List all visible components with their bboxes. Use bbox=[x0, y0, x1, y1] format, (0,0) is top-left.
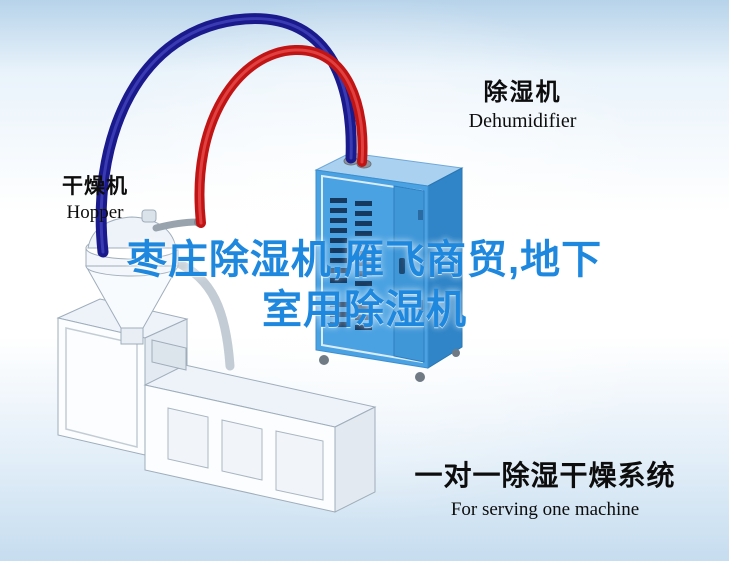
hopper-loader-tube bbox=[171, 257, 235, 371]
machine-doors bbox=[167, 407, 324, 501]
door-handle bbox=[399, 258, 405, 274]
caption-cn: 一对一除湿干燥系统 bbox=[414, 460, 676, 491]
pipe-red-highlight bbox=[198, 48, 365, 225]
hopper-machine-illustration bbox=[56, 209, 377, 513]
dehumidifier-door bbox=[393, 185, 425, 363]
vent-grid bbox=[330, 198, 372, 330]
caption-en: For serving one machine bbox=[450, 499, 640, 520]
hopper-label: 干燥机 Hopper bbox=[38, 170, 152, 224]
casters bbox=[319, 349, 460, 382]
door-hinge-top bbox=[418, 210, 423, 220]
dome-knob bbox=[141, 209, 157, 223]
watermark-line2: 室用除湿机 bbox=[262, 287, 467, 332]
bottom-caption: 一对一除湿干燥系统 For serving one machine bbox=[400, 454, 690, 521]
dehumidifier-illustration bbox=[314, 152, 464, 382]
dehumidifier-label: 除湿机 Dehumidifier bbox=[430, 72, 615, 133]
hopper-unit-panel-line bbox=[65, 327, 138, 448]
dehumidifier-label-cn: 除湿机 bbox=[483, 79, 562, 106]
watermark-text: 枣庄除湿机,雁飞商贸,地下 室用除湿机 bbox=[0, 236, 729, 335]
motor-box bbox=[151, 339, 187, 371]
dome-elbow-pipe bbox=[152, 218, 201, 232]
hopper-label-en: Hopper bbox=[66, 202, 124, 223]
pipe-navy-highlight bbox=[99, 17, 353, 254]
door-hinge-bottom bbox=[418, 300, 423, 310]
hopper-label-cn: 干燥机 bbox=[62, 175, 128, 198]
watermark-line1: 枣庄除湿机,雁飞商贸,地下 bbox=[126, 238, 603, 282]
dehumidifier-label-en: Dehumidifier bbox=[468, 110, 577, 132]
